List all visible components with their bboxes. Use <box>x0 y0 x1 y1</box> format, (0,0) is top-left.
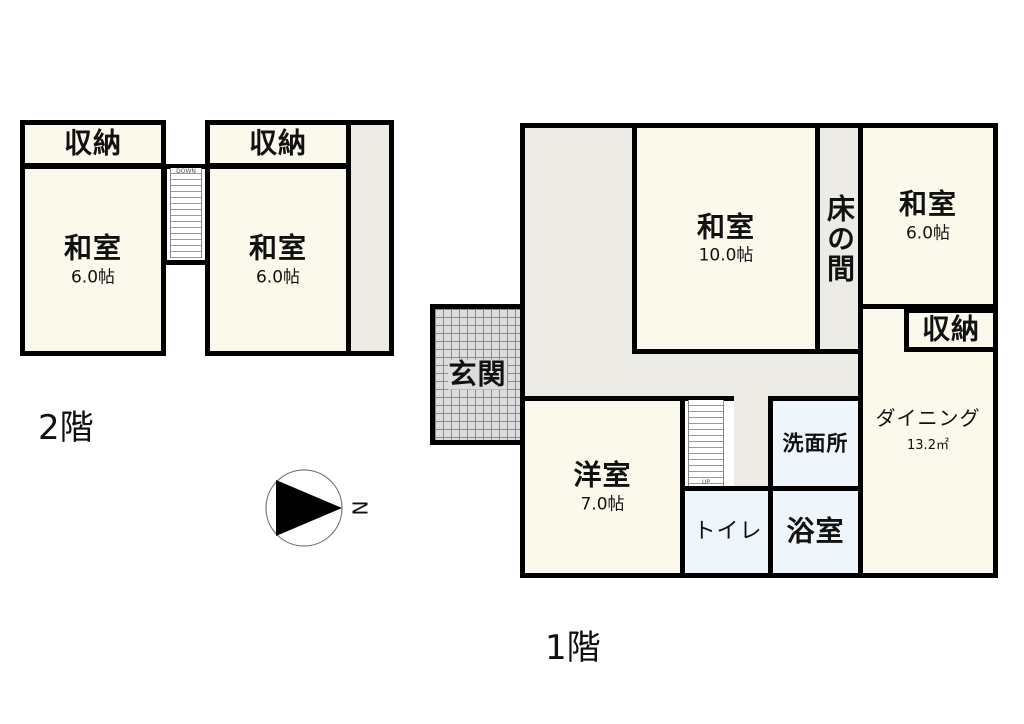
room-name: 和室 <box>898 187 957 221</box>
room-name: 和室 <box>63 231 122 265</box>
room-name: 和室 <box>248 231 307 265</box>
room-size: 6.0帖 <box>905 223 951 244</box>
room-name: 収納 <box>63 126 122 160</box>
room-name: 浴室 <box>786 514 845 548</box>
2f-washitsu-left: 和室 6.0帖 <box>20 164 166 356</box>
room-name: 収納 <box>248 126 307 160</box>
2f-storage-left: 収納 <box>20 120 166 168</box>
1f-stairs: UP <box>688 400 724 486</box>
room-size: 6.0帖 <box>70 267 116 288</box>
compass-icon <box>265 469 343 547</box>
2f-closet-strip <box>346 120 394 356</box>
room-size: 10.0帖 <box>698 245 754 266</box>
2f-stairs: DOWN <box>170 168 202 258</box>
1f-toilet: トイレ <box>680 486 776 578</box>
room-name: 床の間 <box>823 193 856 284</box>
1f-tokonoma: 床の間 <box>815 123 863 354</box>
floor-label-1f: 1階 <box>545 628 601 668</box>
1f-washitsu-main: 和室 10.0帖 <box>632 123 820 354</box>
compass: N <box>262 466 382 550</box>
room-size: 6.0帖 <box>255 267 301 288</box>
1f-youshitsu: 洋室 7.0帖 <box>520 396 685 578</box>
1f-bath: 浴室 <box>768 486 863 578</box>
1f-storage: 収納 <box>904 308 998 352</box>
room-name: 洋室 <box>573 458 632 492</box>
room-name: 和室 <box>696 209 755 243</box>
room-name: トイレ <box>693 518 763 544</box>
floor-label-2f: 2階 <box>38 408 94 448</box>
1f-genkan: 玄関 <box>430 304 525 445</box>
room-name: 収納 <box>921 312 980 346</box>
compass-north-label: N <box>347 500 372 516</box>
room-size: 7.0帖 <box>580 494 625 515</box>
room-size: 13.2㎡ <box>907 438 949 454</box>
stairs-direction-text: UP <box>701 479 711 486</box>
1f-washitsu-small: 和室 6.0帖 <box>858 123 998 309</box>
room-name: ダイニング <box>875 406 981 431</box>
2f-washitsu-right: 和室 6.0帖 <box>205 164 351 356</box>
stairs-direction-text: DOWN <box>176 168 196 175</box>
room-name: 玄関 <box>448 357 507 391</box>
room-name: 洗面所 <box>782 430 849 455</box>
1f-senmenjo: 洗面所 <box>768 396 863 491</box>
2f-storage-right: 収納 <box>205 120 351 168</box>
